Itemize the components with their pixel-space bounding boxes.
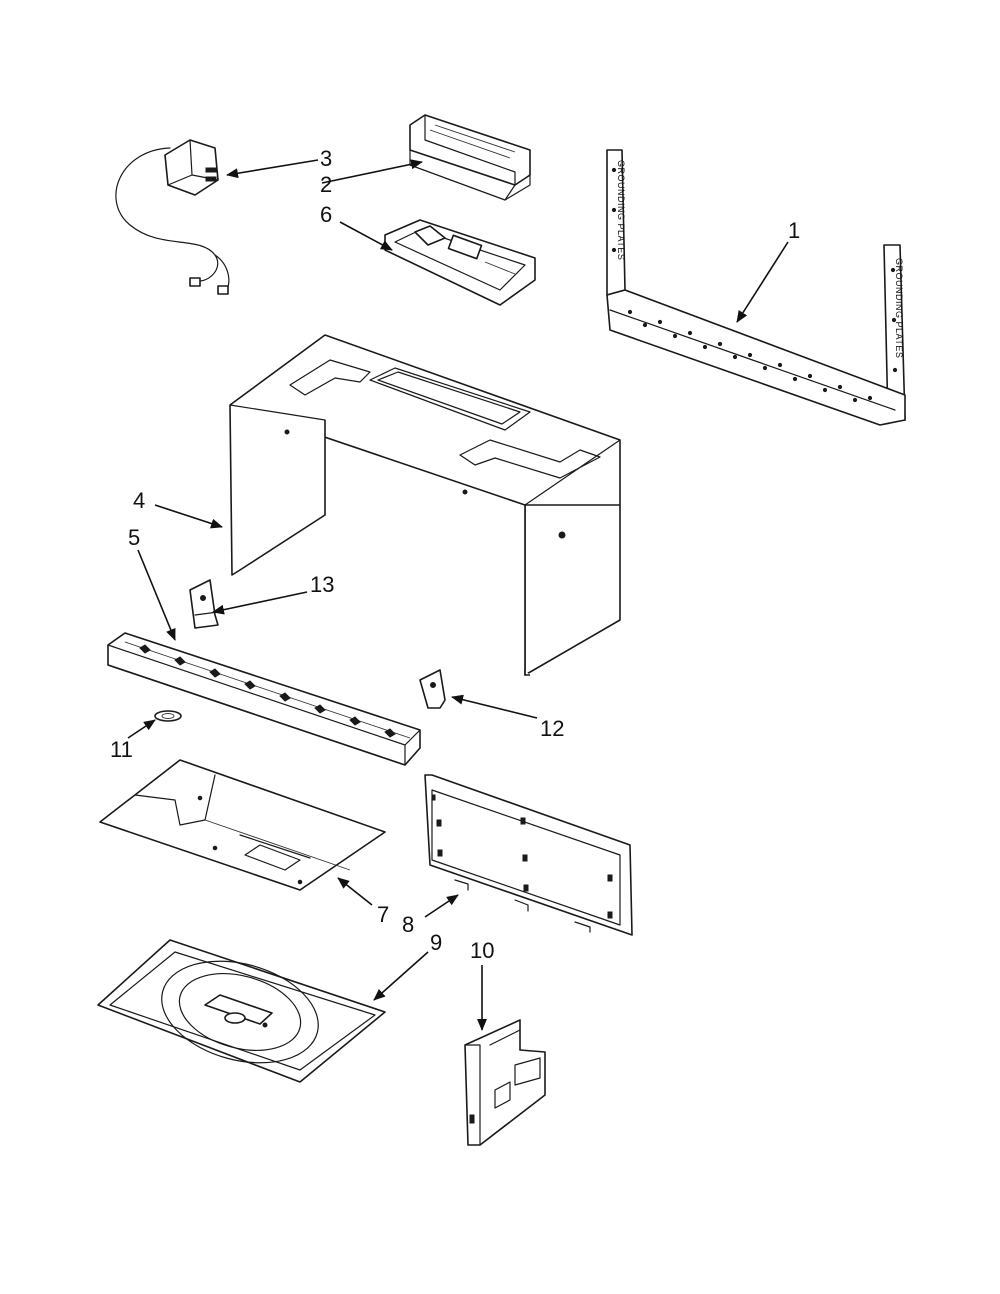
leader-13 xyxy=(212,591,308,615)
grommet-part xyxy=(154,710,182,722)
leader-6 xyxy=(339,221,393,251)
base-tray-part xyxy=(97,939,386,1083)
rear-panel-slots xyxy=(431,794,613,919)
callout-9: 9 xyxy=(430,930,442,955)
grille-slots xyxy=(139,644,396,738)
wall-mounting-bracket-part: GROUNDING PLATES GROUNDING PLATES xyxy=(606,149,906,426)
bracket-stamp-left: GROUNDING PLATES xyxy=(616,160,626,260)
mounting-plate-part xyxy=(384,219,536,306)
leader-5 xyxy=(137,549,176,641)
callout-4: 4 xyxy=(133,488,145,513)
callout-8: 8 xyxy=(402,912,414,937)
cabinet-wrapper-part xyxy=(229,334,621,676)
callout-labels: 1 2 3 4 5 6 7 8 9 10 11 12 13 xyxy=(110,146,800,963)
leader-4 xyxy=(154,504,223,529)
callout-11: 11 xyxy=(110,737,133,762)
callout-2: 2 xyxy=(320,172,332,197)
leader-1 xyxy=(736,241,789,323)
callout-5: 5 xyxy=(128,525,140,550)
rear-panel-part xyxy=(424,774,633,936)
leader-8 xyxy=(424,894,459,918)
callout-3: 3 xyxy=(320,146,332,171)
vent-damper-part xyxy=(409,114,531,201)
leader-9 xyxy=(373,951,429,1001)
callout-7: 7 xyxy=(377,902,389,927)
bracket-13-part xyxy=(189,579,219,629)
side-bracket-part xyxy=(464,1019,546,1146)
callout-1: 1 xyxy=(788,218,800,243)
leader-12 xyxy=(451,694,538,719)
callout-12: 12 xyxy=(540,716,564,741)
leader-11 xyxy=(127,719,156,739)
leader-3 xyxy=(226,159,319,179)
callout-10: 10 xyxy=(470,938,494,963)
bracket-12-part xyxy=(419,669,446,709)
leader-lines xyxy=(127,159,789,1031)
callout-13: 13 xyxy=(310,572,334,597)
bracket-stamp-right: GROUNDING PLATES xyxy=(894,258,904,358)
bottom-plate-part xyxy=(99,759,386,891)
leader-7 xyxy=(337,877,373,906)
bracket-holes xyxy=(611,167,898,403)
leader-2 xyxy=(321,159,423,184)
callout-6: 6 xyxy=(320,202,332,227)
power-cord-part xyxy=(115,139,230,295)
vent-grille-part xyxy=(107,632,421,766)
